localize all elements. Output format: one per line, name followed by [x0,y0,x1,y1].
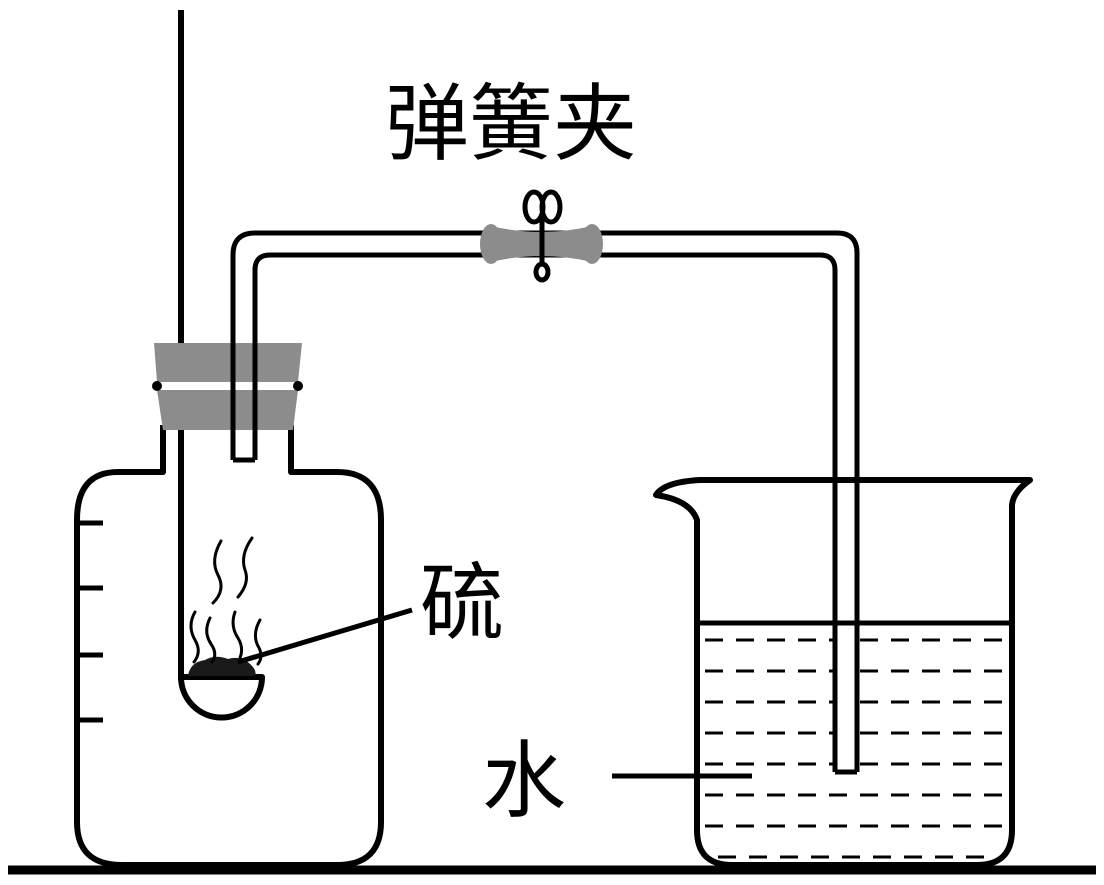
sulfur-leader-line [237,607,413,665]
rubber-connector [480,224,603,264]
gas-bottle [74,425,384,868]
beaker-body [653,477,1033,868]
water-label: 水 [482,732,566,830]
clip-label: 弹簧夹 [385,75,637,173]
smoke-wisps [189,536,263,666]
glass-tube [230,230,860,775]
submerged-tube [832,623,860,775]
rubber-stopper [152,343,303,430]
beaker [653,477,1033,868]
spring-clip [522,189,563,283]
sulfur-label: 硫 [420,554,504,652]
bottle-body [74,425,384,868]
combustion-spoon [178,674,265,721]
bottle-graduations [77,520,103,723]
water-hatching [705,638,1008,859]
